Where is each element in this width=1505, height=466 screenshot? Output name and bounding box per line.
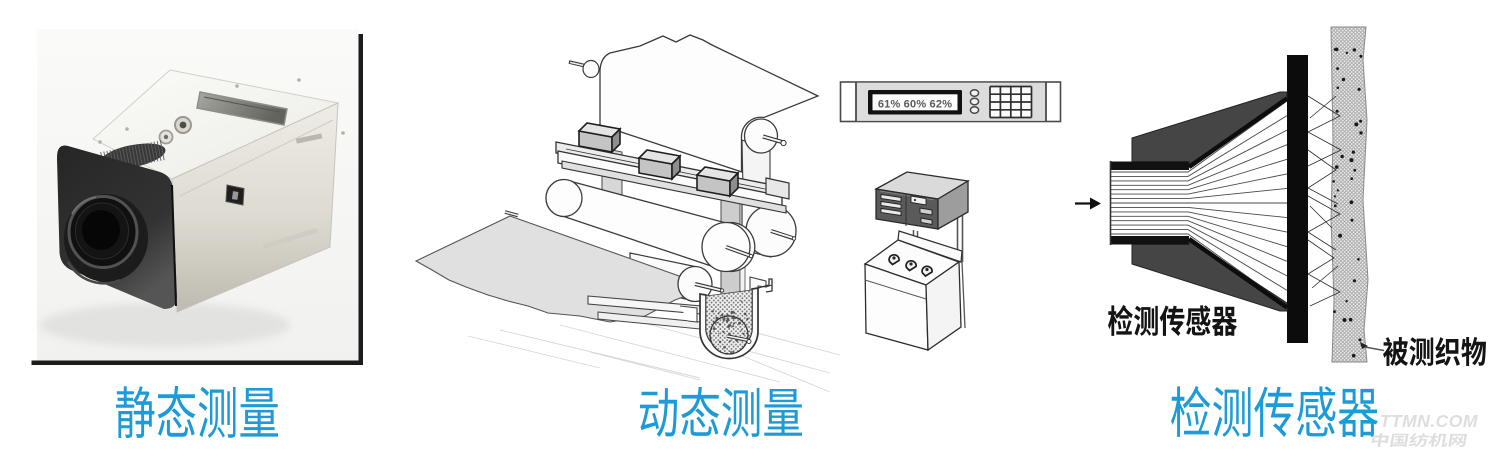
svg-text:TTMN.COM: TTMN.COM <box>1380 411 1478 431</box>
svg-text:61% 60% 62%: 61% 60% 62% <box>878 99 952 111</box>
